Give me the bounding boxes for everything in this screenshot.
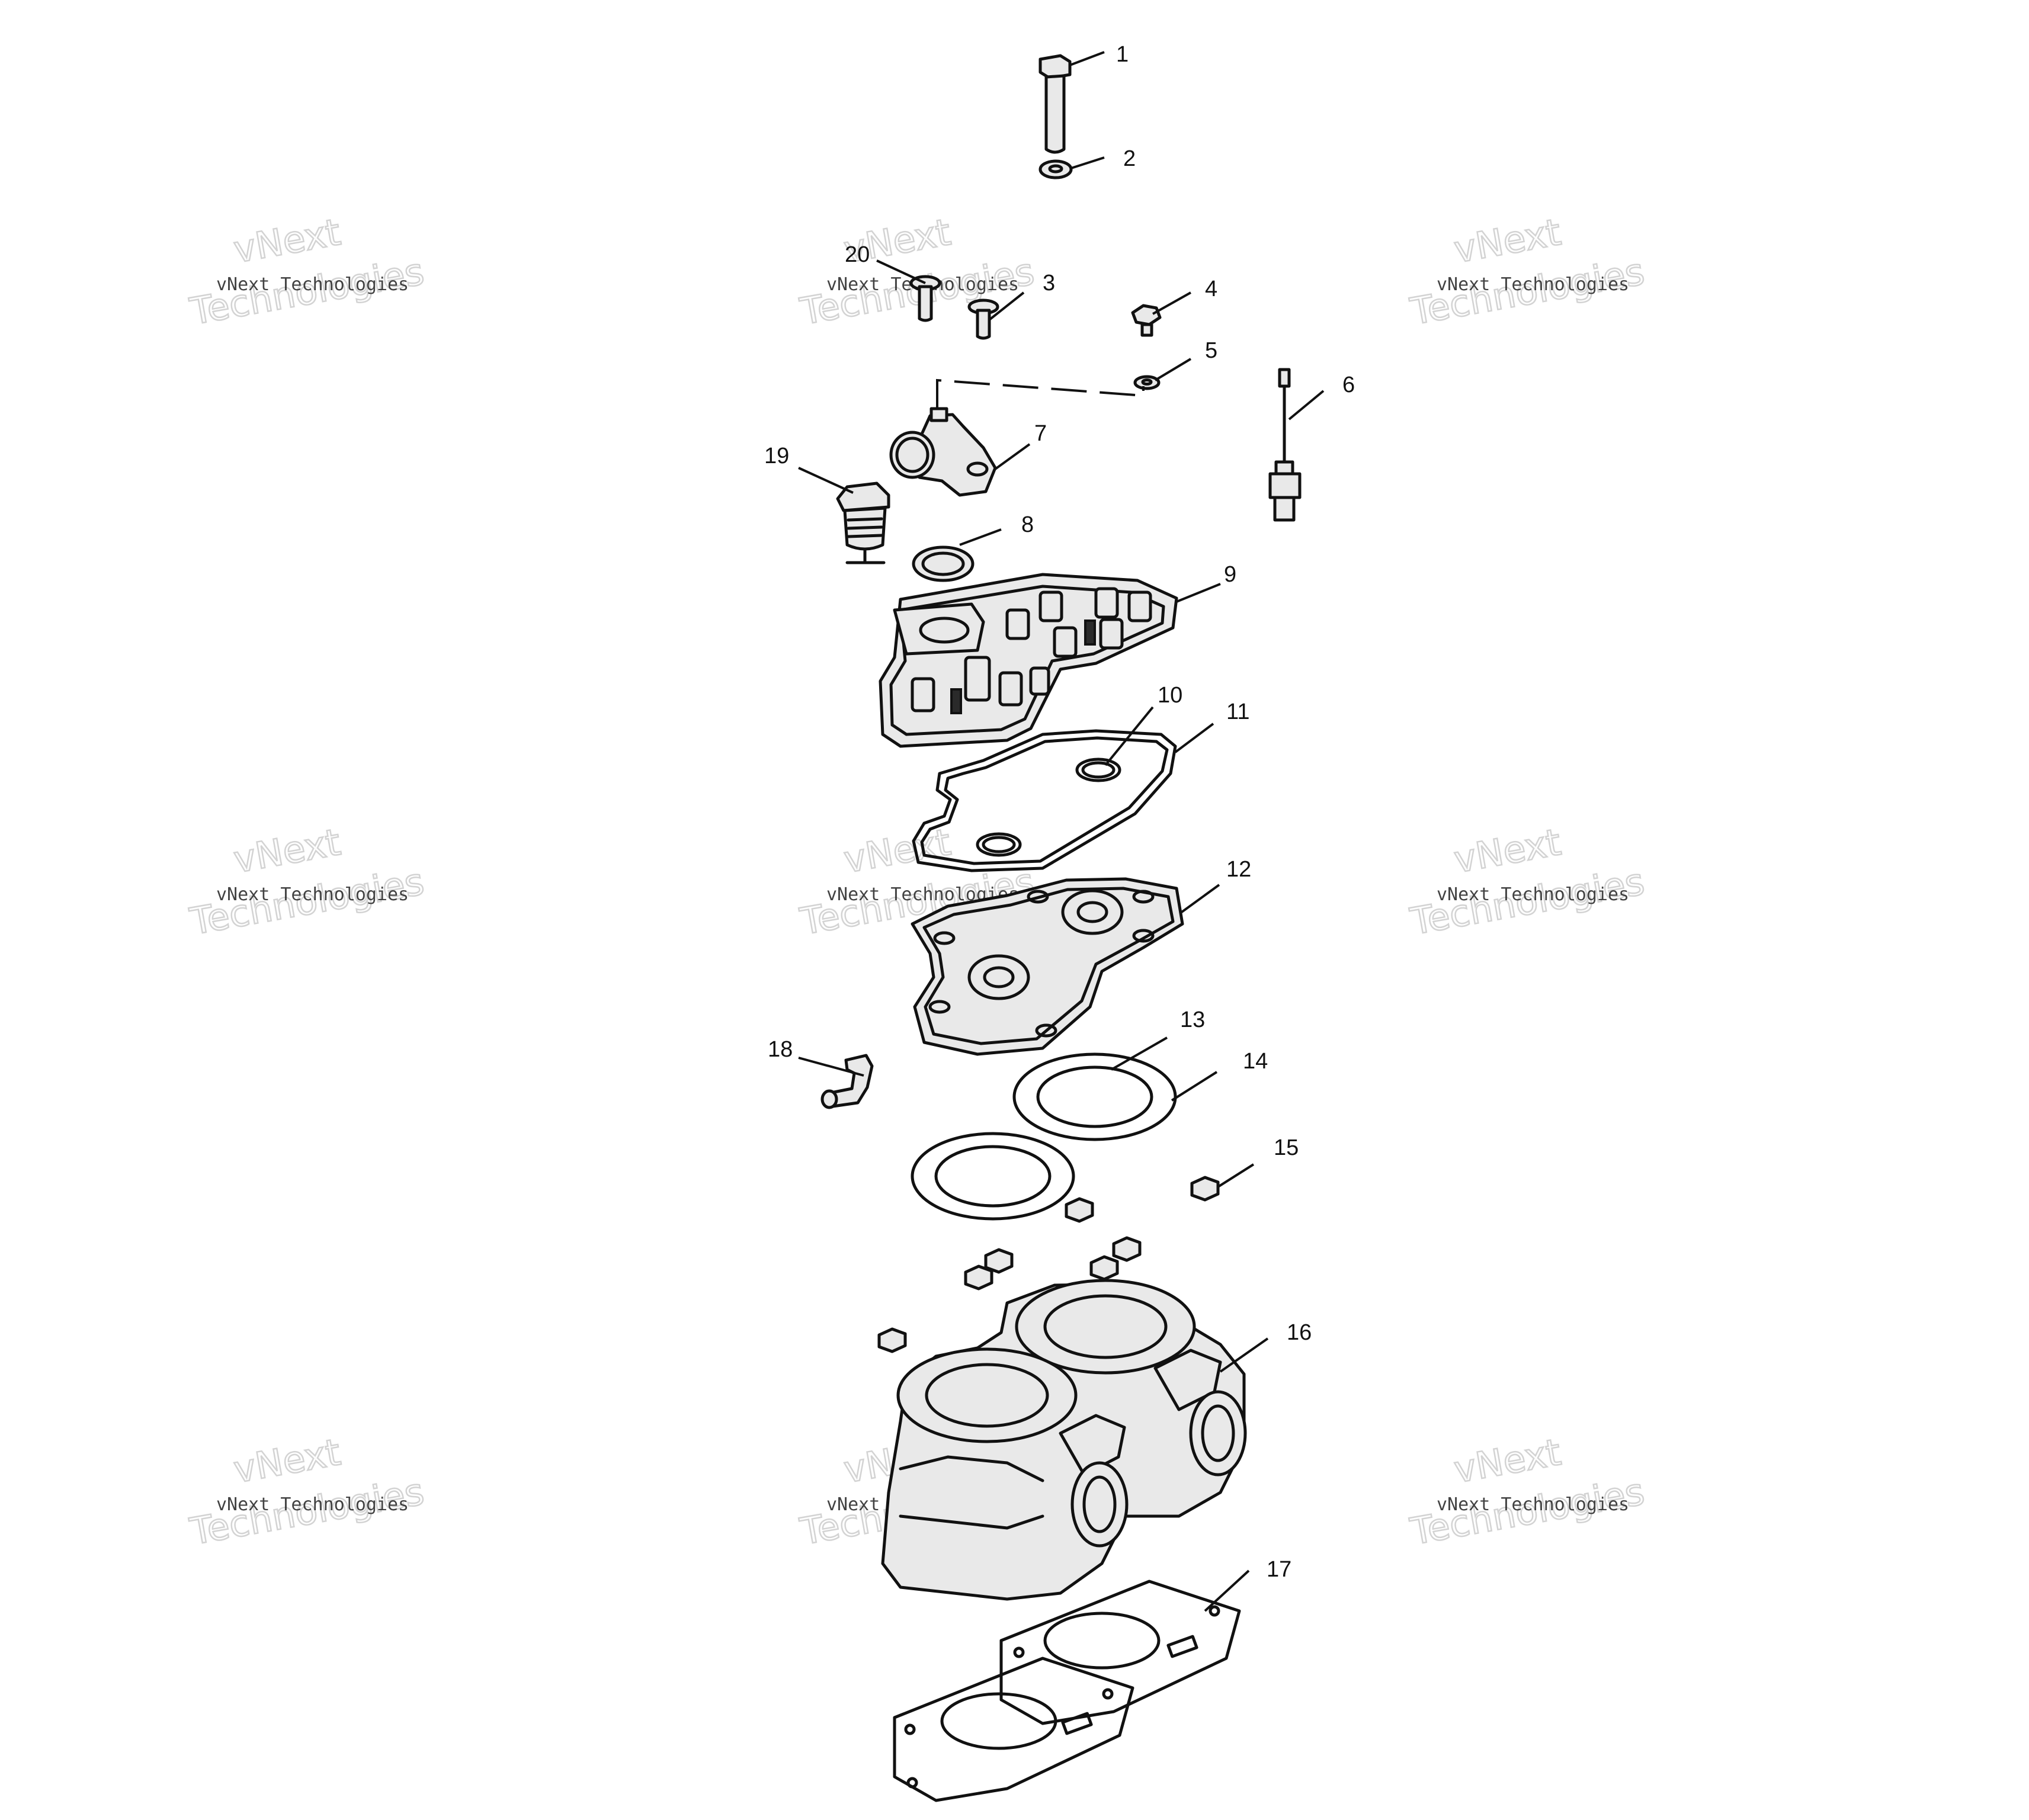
part-17-base-gasket	[893, 1580, 1241, 1802]
leader-lines	[798, 51, 1325, 1612]
part-13-head-gasket-ring	[1012, 1052, 1177, 1141]
svg-text:vNext Technologies: vNext Technologies	[216, 1494, 409, 1515]
callout-7: 7	[1034, 421, 1047, 446]
callout-6: 6	[1342, 373, 1355, 397]
svg-text:vNext: vNext	[1451, 820, 1564, 881]
part-18-elbow-fitting	[820, 1054, 874, 1109]
part-3-bolt	[967, 298, 999, 340]
callout-14: 14	[1243, 1049, 1268, 1074]
callout-8: 8	[1021, 512, 1034, 537]
watermark-top-right: vNext Technologies vNext Technologies	[1406, 210, 1648, 334]
svg-text:vNext Technologies: vNext Technologies	[1437, 274, 1629, 295]
part-15-nuts	[877, 1176, 1220, 1353]
callout-18: 18	[768, 1037, 793, 1062]
callout-1: 1	[1116, 42, 1129, 67]
watermark-bottom-right: vNext Technologies vNext Technologies	[1406, 1430, 1648, 1554]
part-9-head-cover	[879, 573, 1178, 748]
part-1-bolt	[1038, 54, 1072, 154]
callout-numbers: 1 2 3 4 5 6 7 8 9 10 11 12 13 14 15 16 1…	[764, 42, 1355, 1582]
svg-text:vNext Technologies: vNext Technologies	[216, 884, 409, 905]
callout-4: 4	[1205, 277, 1217, 301]
callout-10: 10	[1158, 683, 1182, 708]
part-16-cylinder-block	[881, 1279, 1247, 1601]
part-2-washer	[1038, 159, 1073, 179]
callout-9: 9	[1224, 562, 1236, 587]
assembly-dashed-line	[936, 378, 1145, 412]
part-10-o-ring	[976, 757, 1121, 857]
callout-19: 19	[764, 444, 789, 468]
callout-13: 13	[1180, 1007, 1205, 1032]
part-5-washer	[1133, 375, 1161, 390]
svg-text:vNext: vNext	[1451, 1430, 1564, 1491]
callout-5: 5	[1205, 338, 1217, 363]
svg-text:vNext: vNext	[841, 820, 954, 881]
svg-text:vNext Technologies: vNext Technologies	[1437, 1494, 1629, 1515]
part-14-head-gasket-ring	[911, 1132, 1075, 1221]
callout-17: 17	[1267, 1557, 1291, 1582]
callout-16: 16	[1287, 1320, 1312, 1345]
svg-text:vNext Technologies: vNext Technologies	[1437, 884, 1629, 905]
callout-11: 11	[1226, 699, 1249, 724]
callout-2: 2	[1123, 146, 1136, 171]
watermark-bottom-left: vNext Technologies vNext Technologies	[186, 1430, 428, 1554]
callout-3: 3	[1043, 271, 1055, 296]
svg-text:vNext: vNext	[1451, 210, 1564, 271]
svg-text:vNext: vNext	[230, 1430, 344, 1491]
watermark-middle-right: vNext Technologies vNext Technologies	[1406, 820, 1648, 944]
part-11-cover-seal	[912, 729, 1177, 872]
part-19-thermostat	[836, 482, 890, 564]
part-8-o-ring	[912, 545, 975, 582]
callout-12: 12	[1226, 857, 1251, 882]
watermark-middle-left: vNext Technologies vNext Technologies	[186, 820, 428, 944]
part-7-thermostat-housing	[889, 407, 997, 497]
callout-20: 20	[845, 242, 870, 267]
svg-text:vNext: vNext	[230, 820, 344, 881]
svg-text:vNext: vNext	[230, 210, 344, 271]
part-4-bolt	[1131, 304, 1162, 337]
part-6-temperature-sensor	[1268, 368, 1302, 522]
callout-15: 15	[1274, 1135, 1299, 1160]
part-12-cylinder-head	[911, 877, 1184, 1056]
svg-text:vNext Technologies: vNext Technologies	[216, 274, 409, 295]
watermark-top-left: vNext Technologies vNext Technologies	[186, 210, 428, 334]
